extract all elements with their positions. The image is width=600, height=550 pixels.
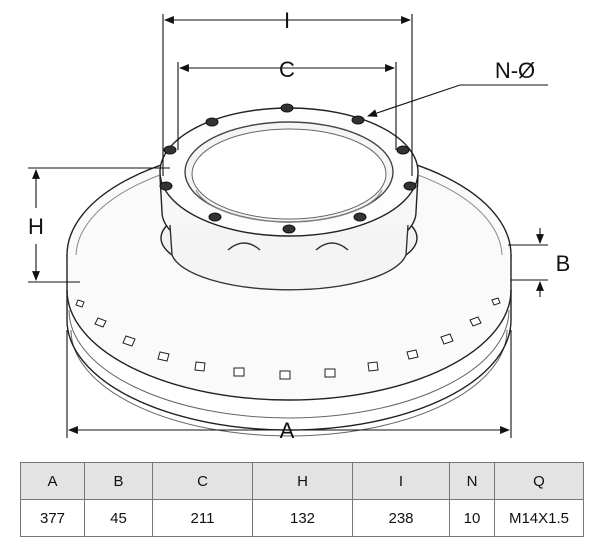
value-q: M14X1.5 [494, 499, 584, 537]
value-i: 238 [352, 499, 450, 537]
label-disc-thickness: B [556, 251, 571, 276]
label-outer-diameter: A [280, 418, 295, 443]
spec-table-value-row: 377 45 211 132 238 10 M14X1.5 [20, 499, 584, 537]
value-b: 45 [84, 499, 153, 537]
value-n: 10 [449, 499, 495, 537]
bolt-holes [159, 103, 417, 234]
header-c: C [152, 462, 253, 500]
header-n: N [449, 462, 495, 500]
brake-disc-drawing: I C N-Ø H B A [28, 8, 571, 443]
ventilation-slots [75, 297, 501, 380]
spec-table-header-row: A B C H I N Q [20, 462, 584, 500]
label-height: H [28, 214, 44, 239]
header-i: I [352, 462, 450, 500]
label-holes: N-Ø [495, 58, 535, 83]
header-q: Q [494, 462, 584, 500]
label-hub-diameter: I [284, 8, 290, 33]
value-h: 132 [252, 499, 353, 537]
spec-table: A B C H I N Q 377 45 211 132 238 10 M14X… [20, 462, 584, 537]
value-c: 211 [152, 499, 253, 537]
label-bolt-circle: C [279, 57, 295, 82]
disc-hub [159, 107, 419, 291]
value-a: 377 [20, 499, 85, 537]
header-h: H [252, 462, 353, 500]
header-b: B [84, 462, 153, 500]
header-a: A [20, 462, 85, 500]
dimension-lines [28, 14, 548, 438]
